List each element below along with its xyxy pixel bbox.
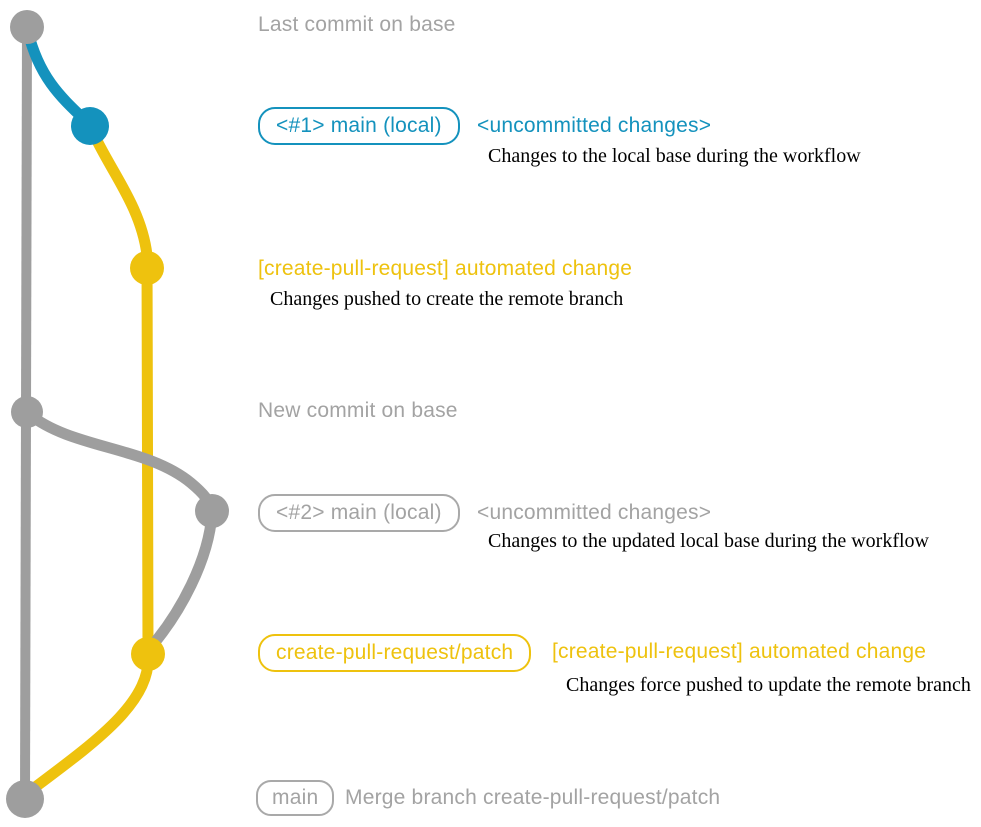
uncommitted-changes-1-label: <uncommitted changes> — [477, 114, 712, 137]
patch-branch-badge: create-pull-request/patch — [258, 634, 532, 672]
automated-change-1-label: [create-pull-request] automated change — [258, 257, 633, 280]
uncommitted-changes-2-label: <uncommitted changes> — [477, 501, 712, 524]
node-new-commit-on-base — [11, 396, 43, 428]
automated-change-2-label: [create-pull-request] automated change — [552, 640, 927, 663]
merge-branch-label: Merge branch create-pull-request/patch — [345, 786, 721, 809]
node-last-commit-on-base — [10, 10, 44, 44]
node-automated-change-1 — [130, 251, 164, 285]
commit-graph — [6, 10, 229, 818]
pushed-create-desc: Changes pushed to create the remote bran… — [270, 288, 624, 310]
rebase-curve-out — [23, 408, 218, 517]
node-automated-change-2 — [131, 637, 165, 671]
force-pushed-desc: Changes force pushed to update the remot… — [566, 674, 971, 696]
local-base-desc-1: Changes to the local base during the wor… — [488, 145, 861, 167]
node-local-main-1 — [71, 107, 109, 145]
local-main-2-badge: <#2> main (local) — [258, 494, 460, 532]
node-local-main-2 — [195, 494, 229, 528]
node-merge-commit — [6, 780, 44, 818]
last-commit-label: Last commit on base — [258, 13, 456, 36]
local-main-1-badge: <#1> main (local) — [258, 107, 460, 145]
rebase-curve-in — [145, 507, 218, 653]
new-commit-label: New commit on base — [258, 399, 458, 422]
updated-local-base-desc: Changes to the updated local base during… — [488, 530, 929, 552]
main-branch-badge: main — [256, 780, 335, 816]
